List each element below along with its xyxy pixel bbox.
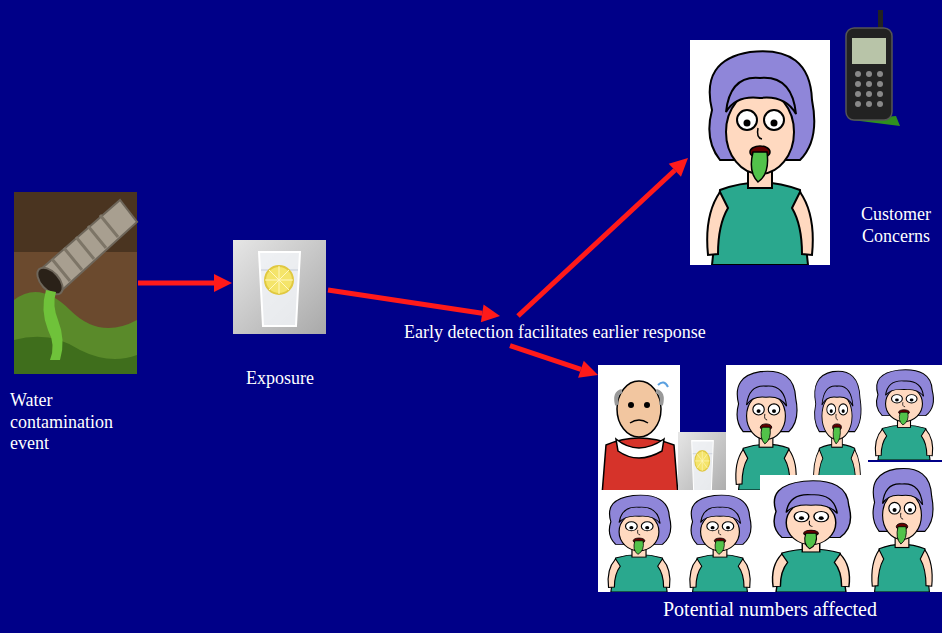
worried-customer [690, 40, 830, 265]
affected-node: Potential numbers affected [598, 365, 942, 623]
exposure-node: Exposure [232, 240, 328, 392]
water-glass [233, 240, 326, 334]
event-node: Water contamination event [10, 192, 138, 457]
customer-node: Customer Concerns [688, 8, 938, 249]
mobile-phone [846, 10, 900, 126]
node-caption: Water contamination event [10, 390, 138, 455]
node-caption: Customer Concerns [854, 204, 938, 247]
node-caption: Potential numbers affected [598, 597, 942, 621]
node-caption: Early detection facilitates earlier resp… [400, 322, 714, 344]
pipe-outfall-photo [14, 192, 137, 374]
affected-crowd [598, 365, 942, 592]
node-caption: Exposure [232, 368, 328, 390]
response-note: Early detection facilitates earlier resp… [400, 316, 714, 346]
flow-arrow [138, 274, 232, 292]
flow-arrow [328, 290, 500, 322]
flow-arrow [510, 346, 598, 378]
flow-arrow [518, 158, 688, 316]
